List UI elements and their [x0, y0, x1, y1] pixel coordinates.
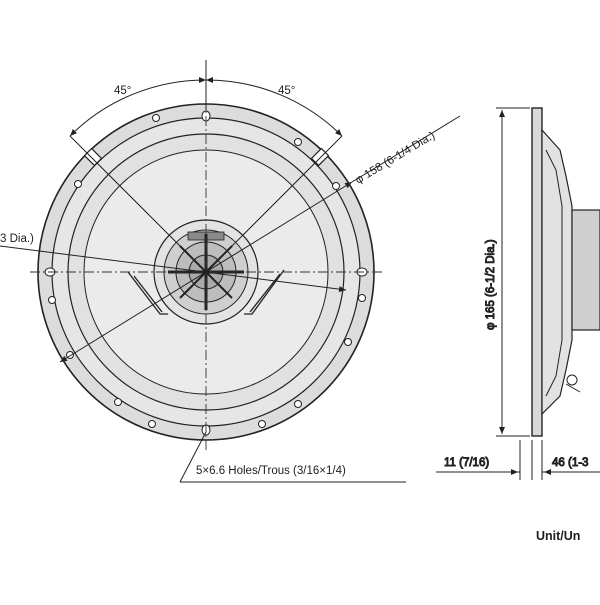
diameter-outer-label: φ 158 (6-1/4 Dia.)	[353, 130, 437, 187]
holes-note-label: 5×6.6 Holes/Trous (3/16×1/4)	[196, 465, 346, 477]
unit-label: Unit/Un	[536, 529, 580, 543]
depth-dimensions	[436, 440, 600, 480]
angle-left-label: 45°	[114, 85, 131, 97]
side-magnet	[571, 209, 600, 331]
height-label: φ 165 (6-1/2 Dia.)	[485, 239, 497, 330]
angle-right-label: 45°	[278, 85, 295, 97]
side-flange	[531, 107, 543, 437]
mount-depth-label: 46 (1-3	[552, 457, 588, 469]
diameter-inner-dimension	[0, 245, 347, 293]
side-terminal	[565, 374, 581, 393]
side-basket	[541, 128, 573, 416]
front-view: 45° 45° φ 158 (6-1/4 Dia.) 3 Dia.) 5×6.6…	[0, 60, 461, 483]
diameter-inner-label: 3 Dia.)	[0, 233, 34, 245]
flange-depth-label: 11 (7/16)	[444, 457, 489, 469]
side-view: φ 165 (6-1/2 Dia.) 11 (7/16) 46 (1-3	[436, 107, 600, 480]
height-dimension	[496, 107, 530, 437]
holes-leader	[179, 431, 406, 483]
side-basket-inner	[545, 149, 563, 397]
